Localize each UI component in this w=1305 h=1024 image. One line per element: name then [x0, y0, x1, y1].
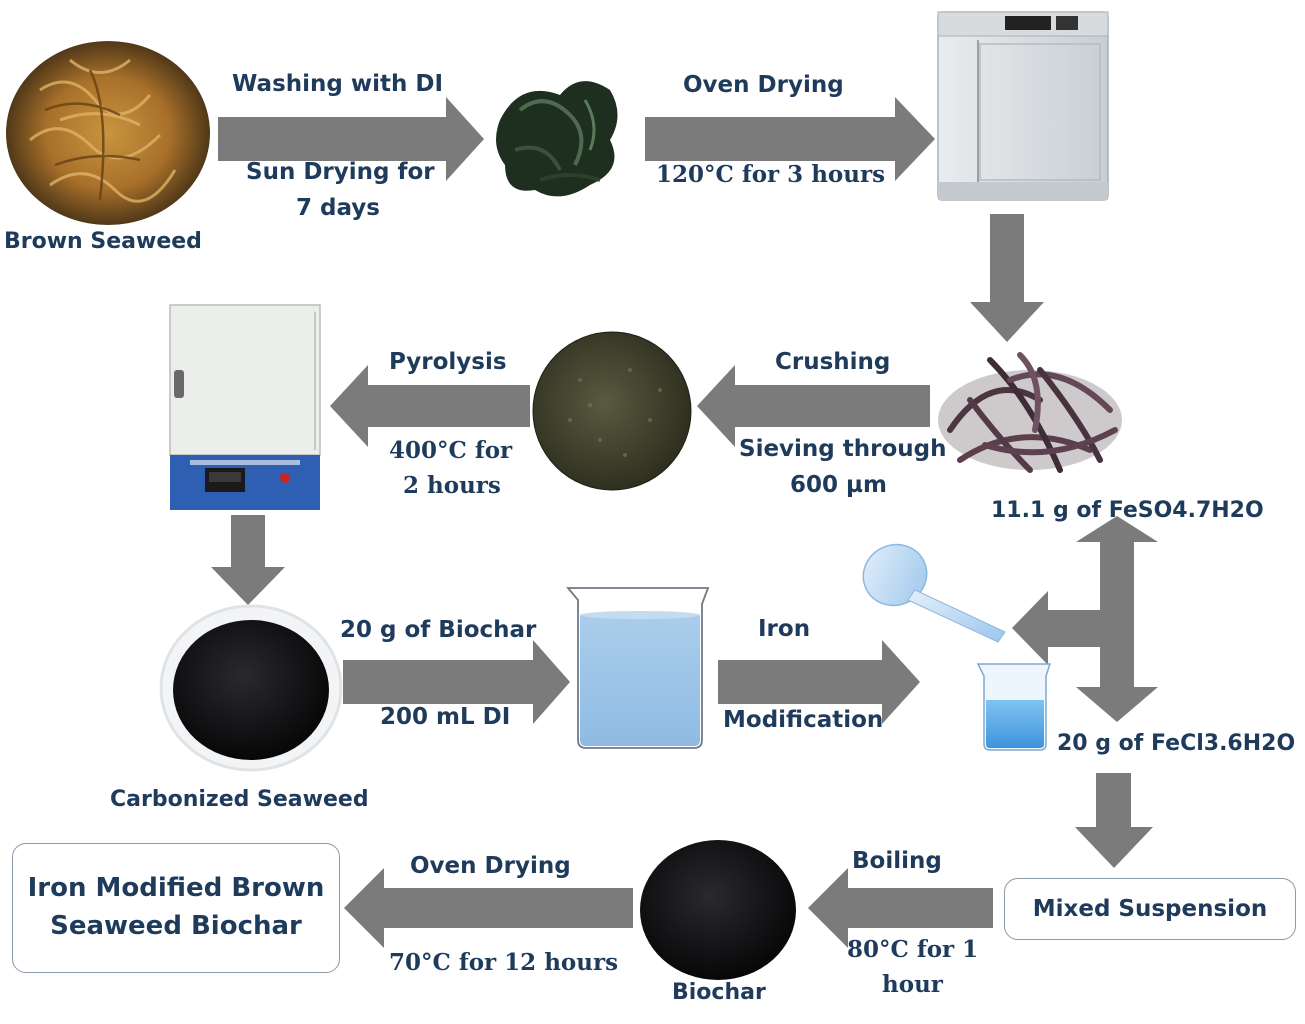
label-iron: Iron — [758, 616, 811, 642]
label-modification: Modification — [723, 707, 884, 733]
arrow-reagents-split — [1012, 516, 1158, 722]
small-beaker-image — [976, 663, 1052, 751]
carbonized-seaweed-image — [159, 604, 343, 772]
label-oven-drying-top: Oven Drying — [683, 72, 844, 98]
arrow-biochar-to-final — [344, 868, 633, 948]
arrow-furnace-to-carbonized — [211, 515, 285, 605]
arrow-reagents-to-suspension — [1075, 773, 1153, 868]
seaweed-powder-image — [532, 331, 692, 491]
arrow-beaker-to-reagents — [718, 640, 920, 724]
mixed-suspension-box: Mixed Suspension — [1004, 878, 1296, 940]
arrow-oven-to-dried — [970, 214, 1044, 342]
label-oven-drying-bottom: Oven Drying — [410, 853, 571, 879]
label-boiling: Boiling — [852, 848, 942, 874]
arrows — [211, 97, 1158, 948]
label-biochar-amount: 20 g of Biochar — [340, 617, 537, 643]
label-oven-temp-bottom: 70°C for 12 hours — [389, 949, 619, 976]
label-pyro-temp-1: 400°C for — [389, 437, 513, 464]
label-pyrolysis: Pyrolysis — [389, 349, 507, 375]
arrow-seaweed-to-oven — [645, 97, 935, 181]
label-feso4: 11.1 g of FeSO4.7H2O — [991, 498, 1264, 523]
label-washing: Washing with DI — [232, 71, 444, 97]
label-sieving-2: 600 µm — [790, 472, 887, 498]
arrow-dried-to-powder — [697, 365, 930, 447]
label-oven-temp-top: 120°C for 3 hours — [656, 161, 886, 188]
biochar-image — [640, 840, 796, 980]
label-sieving-1: Sieving through — [739, 436, 947, 462]
arrow-carbonized-to-beaker — [343, 640, 570, 724]
label-boil-temp-1: 80°C for 1 — [847, 936, 979, 963]
final-product-box: Iron Modified Brown Seaweed Biochar — [12, 843, 340, 973]
label-fecl3: 20 g of FeCl3.6H2O — [1057, 731, 1296, 756]
funnel-image — [862, 543, 1006, 643]
label-sun-drying-2: 7 days — [296, 195, 380, 221]
beaker-image — [566, 587, 710, 749]
label-carbonized: Carbonized Seaweed — [110, 787, 369, 812]
final-product-line-2: Seaweed Biochar — [50, 911, 302, 941]
label-sun-drying-1: Sun Drying for — [246, 159, 435, 185]
arrow-wash-to-seaweed — [218, 97, 484, 181]
label-biochar: Biochar — [672, 980, 766, 1005]
final-product-line-1: Iron Modified Brown — [27, 873, 325, 904]
arrow-suspension-to-biochar — [808, 868, 993, 948]
label-boil-temp-2: hour — [882, 971, 943, 998]
label-crushing: Crushing — [775, 349, 891, 375]
brown-seaweed-image — [6, 41, 210, 225]
arrow-powder-to-furnace — [330, 365, 530, 447]
dried-seaweed-image — [938, 352, 1122, 473]
drying-oven-image — [937, 11, 1109, 201]
label-pyro-temp-2: 2 hours — [403, 472, 501, 499]
mixed-suspension-label: Mixed Suspension — [1032, 896, 1268, 922]
label-brown-seaweed: Brown Seaweed — [4, 229, 202, 254]
muffle-furnace-image — [169, 304, 321, 510]
label-di-amount: 200 mL DI — [380, 704, 511, 730]
dark-seaweed-image — [496, 81, 618, 197]
